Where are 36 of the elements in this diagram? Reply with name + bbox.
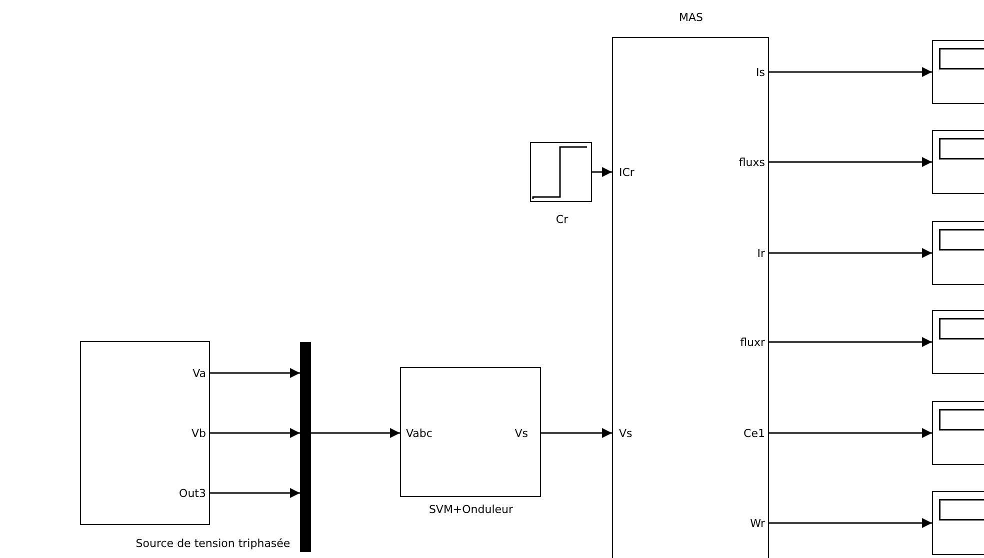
port-label: Wr [750, 517, 765, 530]
mux-bar [300, 342, 311, 552]
port-label: Vb [191, 427, 206, 440]
block-name: MAS [679, 11, 703, 24]
scope-block [932, 310, 984, 374]
signal-arrow [769, 157, 932, 167]
scope-block [932, 221, 984, 285]
port-label: Is [756, 66, 765, 79]
signal-arrow [541, 428, 612, 438]
signal-arrow [210, 488, 300, 498]
signal-arrow [769, 67, 932, 77]
signal-arrow [769, 248, 932, 258]
signal-arrow [210, 368, 300, 378]
block-name: Cr [556, 213, 568, 226]
signal-arrow [311, 428, 400, 438]
scope-block [932, 40, 984, 104]
scope-block [932, 401, 984, 465]
port-label: Ir [757, 247, 765, 260]
port-label: fluxs [738, 156, 765, 169]
port-label: ICr [619, 166, 634, 179]
port-label: Va [192, 367, 206, 380]
signal-arrow [769, 518, 932, 528]
port-label: fluxr [740, 336, 765, 349]
signal-arrow [769, 428, 932, 438]
signal-arrow [769, 337, 932, 347]
signal-arrow [592, 167, 612, 177]
scope-block [932, 130, 984, 194]
block-name: SVM+Onduleur [428, 503, 514, 516]
port-label: Vabc [406, 427, 432, 440]
block-name: Source de tension triphasée [136, 537, 290, 550]
port-label: Ce1 [744, 427, 765, 440]
signal-arrow [210, 428, 300, 438]
port-label: Vs [514, 427, 528, 440]
port-label: Vs [619, 427, 632, 440]
scope-block [932, 491, 984, 555]
port-label: Out3 [179, 487, 206, 500]
